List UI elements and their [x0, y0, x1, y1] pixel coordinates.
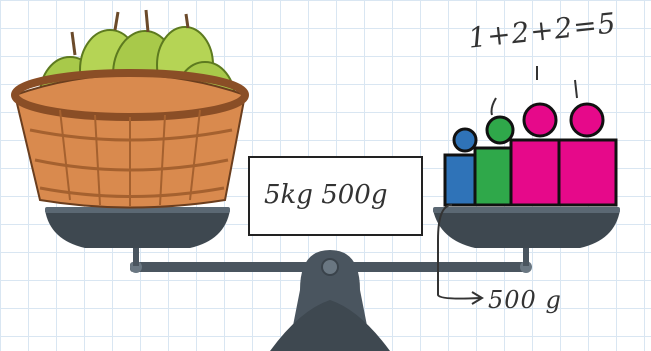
left-pan [45, 210, 230, 248]
weight-label: 5kg 500g [264, 180, 387, 210]
weights [445, 104, 616, 205]
weight-blue [445, 155, 475, 205]
weight-box: 5kg 500g [248, 156, 423, 236]
basket [15, 73, 245, 208]
weight-pink-2 [559, 140, 616, 205]
small-weight-note: 500 g [488, 286, 562, 314]
weight-pink-1 [511, 140, 559, 205]
pivot [322, 259, 338, 275]
right-pan [433, 210, 620, 248]
weight-green [475, 148, 511, 205]
